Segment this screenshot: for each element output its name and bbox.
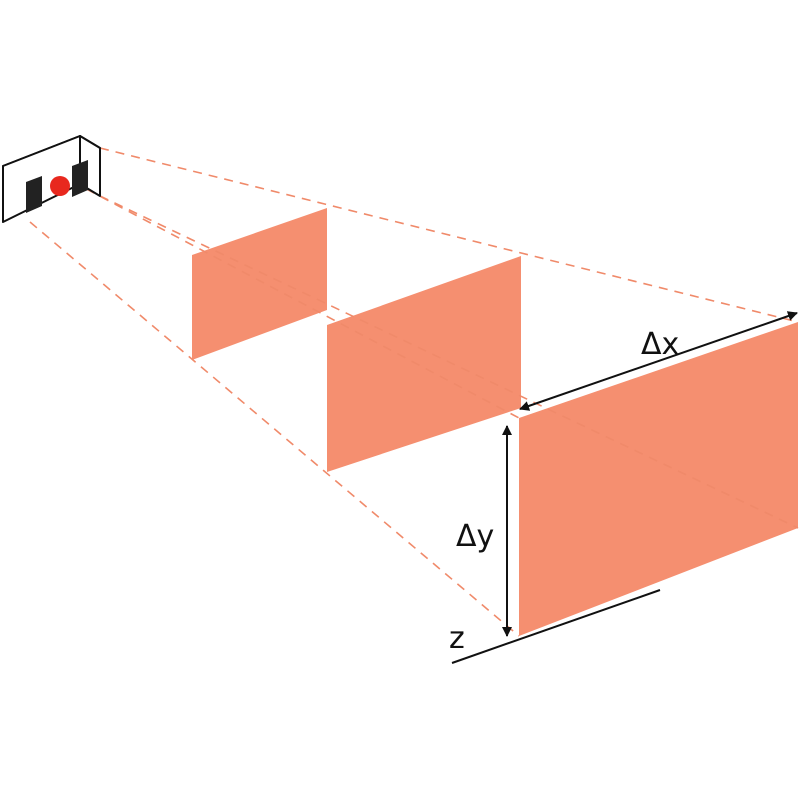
- z-axis-line: [451, 589, 661, 664]
- delta-y-label: Δy: [456, 519, 494, 554]
- sensor-emitter-dot: [50, 176, 70, 196]
- delta-x-arrow: [519, 311, 798, 411]
- delta-x-label: Δx: [641, 327, 679, 362]
- ray-top-right: [99, 147, 799, 323]
- sensor-right-window: [72, 160, 88, 197]
- camera-sensor-icon: [2, 135, 101, 223]
- ray-top-left: [57, 173, 520, 419]
- sensor-left-window: [26, 176, 42, 213]
- ray-bottom-right: [99, 195, 799, 529]
- plane-far: [519, 322, 798, 636]
- plane-near: [192, 208, 327, 360]
- ray-bottom-left: [29, 221, 520, 637]
- plane-middle: [327, 256, 521, 472]
- projection-rays: [29, 147, 799, 637]
- z-label: z: [449, 621, 465, 656]
